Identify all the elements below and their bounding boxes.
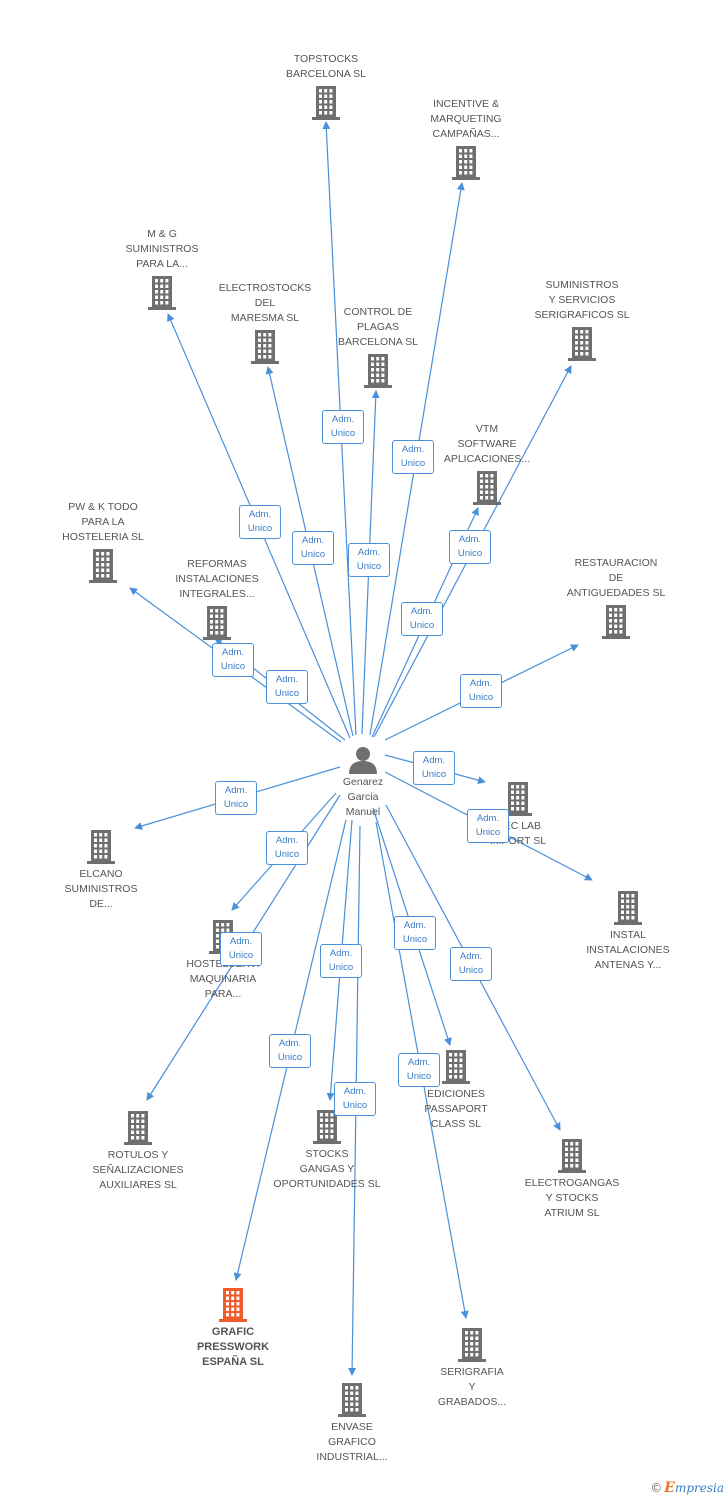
company-node-electrostocks[interactable]: ELECTROSTOCKS DEL MARESMA SL (200, 281, 330, 364)
building-icon (602, 605, 630, 639)
role-badge-topstocks[interactable]: Adm. Unico (322, 410, 364, 444)
building-icon (442, 1050, 470, 1084)
company-name: RESTAURACION DE ANTIGUEDADES SL (566, 557, 666, 599)
company-node-stocks[interactable]: STOCKS GANGAS Y OPORTUNIDADES SL (262, 1110, 392, 1192)
building-icon (452, 146, 480, 180)
company-node-vtm[interactable]: VTM SOFTWARE APLICACIONES... (422, 422, 552, 505)
building-icon (473, 471, 501, 505)
company-node-ediciones[interactable]: EDICIONES PASSAPORT CLASS SL (391, 1050, 521, 1132)
building-icon (504, 782, 532, 816)
copyright-footer: ©Empresia (650, 1480, 724, 1496)
company-node-control[interactable]: CONTROL DE PLAGAS BARCELONA SL (313, 305, 443, 388)
role-badge-rotulos[interactable]: Adm. Unico (220, 932, 262, 966)
company-name: SERIGRAFIA Y GRABADOS... (437, 1366, 507, 1408)
company-name: SUMINISTROS Y SERVICIOS SERIGRAFICOS SL (534, 279, 630, 321)
building-icon (614, 891, 642, 925)
role-badge-mg[interactable]: Adm. Unico (239, 505, 281, 539)
building-icon (203, 606, 231, 640)
company-node-electrogangas[interactable]: ELECTROGANGAS Y STOCKS ATRIUM SL (507, 1139, 637, 1221)
company-node-instal[interactable]: INSTAL INSTALACIONES ANTENAS Y... (563, 891, 693, 973)
company-node-reformas[interactable]: REFORMAS INSTALACIONES INTEGRALES... (152, 557, 282, 640)
company-name: ELECTROSTOCKS DEL MARESMA SL (218, 282, 312, 324)
building-icon (568, 327, 596, 361)
company-node-rotulos[interactable]: ROTULOS Y SEÑALIZACIONES AUXILIARES SL (73, 1111, 203, 1193)
empresia-brand: mpresia (674, 1481, 724, 1495)
role-badge-lab[interactable]: Adm. Unico (413, 751, 455, 785)
company-name: STOCKS GANGAS Y OPORTUNIDADES SL (273, 1148, 381, 1190)
role-badge-reformas[interactable]: Adm. Unico (266, 670, 308, 704)
role-badge-instal[interactable]: Adm. Unico (467, 809, 509, 843)
company-name: VTM SOFTWARE APLICACIONES... (443, 423, 531, 465)
role-badge-suministros[interactable]: Adm. Unico (449, 530, 491, 564)
role-badge-elcano[interactable]: Adm. Unico (215, 781, 257, 815)
company-node-pwk[interactable]: PW & K TODO PARA LA HOSTELERIA SL (38, 500, 168, 583)
company-node-suministros[interactable]: SUMINISTROS Y SERVICIOS SERIGRAFICOS SL (517, 278, 647, 361)
building-icon (89, 549, 117, 583)
role-badge-control[interactable]: Adm. Unico (348, 543, 390, 577)
person-icon (349, 747, 377, 774)
company-name: ENVASE GRAFICO INDUSTRIAL... (316, 1421, 388, 1463)
role-badge-incentive[interactable]: Adm. Unico (392, 440, 434, 474)
role-badge-vtm[interactable]: Adm. Unico (401, 602, 443, 636)
building-icon (364, 354, 392, 388)
company-name: EDICIONES PASSAPORT CLASS SL (424, 1088, 488, 1130)
role-badge-restauracion[interactable]: Adm. Unico (460, 674, 502, 708)
company-node-envase[interactable]: ENVASE GRAFICO INDUSTRIAL... (287, 1383, 417, 1465)
company-name: INSTAL INSTALACIONES ANTENAS Y... (586, 929, 670, 971)
building-icon (558, 1139, 586, 1173)
copyright-icon: © (650, 1481, 663, 1495)
building-icon (251, 330, 279, 364)
company-name: INCENTIVE & MARQUETING CAMPAÑAS... (430, 98, 502, 140)
role-badge-grafic[interactable]: Adm. Unico (269, 1034, 311, 1068)
person-name: Genarez Garcia Manuel (342, 776, 384, 818)
company-name: REFORMAS INSTALACIONES INTEGRALES... (175, 558, 259, 600)
role-badge-electrostocks[interactable]: Adm. Unico (292, 531, 334, 565)
company-node-serigrafia[interactable]: SERIGRAFIA Y GRABADOS... (407, 1328, 537, 1410)
building-icon (219, 1288, 247, 1322)
building-icon (148, 276, 176, 310)
building-icon (338, 1383, 366, 1417)
company-node-mg[interactable]: M & G SUMINISTROS PARA LA... (97, 227, 227, 310)
company-name: GRAFIC PRESSWORK ESPAÑA SL (196, 1326, 270, 1368)
company-node-restauracion[interactable]: RESTAURACION DE ANTIGUEDADES SL (551, 556, 681, 639)
role-badge-serigrafia[interactable]: Adm. Unico (398, 1053, 440, 1087)
company-name: ELCANO SUMINISTROS DE... (64, 868, 138, 910)
company-name: ROTULOS Y SEÑALIZACIONES AUXILIARES SL (92, 1149, 184, 1191)
building-icon (87, 830, 115, 864)
role-badge-electrogangas[interactable]: Adm. Unico (450, 947, 492, 981)
building-icon (313, 1110, 341, 1144)
building-icon (312, 86, 340, 120)
company-name: CONTROL DE PLAGAS BARCELONA SL (338, 306, 418, 348)
role-badge-pwk[interactable]: Adm. Unico (212, 643, 254, 677)
company-name: PW & K TODO PARA LA HOSTELERIA SL (62, 501, 144, 543)
company-node-grafic[interactable]: GRAFIC PRESSWORK ESPAÑA SL (168, 1288, 298, 1370)
role-badge-stocks[interactable]: Adm. Unico (320, 944, 362, 978)
role-badge-hostelservi[interactable]: Adm. Unico (266, 831, 308, 865)
company-node-elcano[interactable]: ELCANO SUMINISTROS DE... (36, 830, 166, 912)
person-node[interactable]: Genarez Garcia Manuel (318, 745, 408, 820)
company-name: M & G SUMINISTROS PARA LA... (125, 228, 199, 270)
empresia-logo: E (664, 1480, 675, 1496)
role-badge-ediciones[interactable]: Adm. Unico (394, 916, 436, 950)
company-name: ELECTROGANGAS Y STOCKS ATRIUM SL (524, 1177, 620, 1219)
company-node-topstocks[interactable]: TOPSTOCKS BARCELONA SL (261, 52, 391, 120)
building-icon (124, 1111, 152, 1145)
company-node-incentive[interactable]: INCENTIVE & MARQUETING CAMPAÑAS... (401, 97, 531, 180)
building-icon (458, 1328, 486, 1362)
role-badge-envase[interactable]: Adm. Unico (334, 1082, 376, 1116)
company-name: TOPSTOCKS BARCELONA SL (286, 53, 366, 80)
